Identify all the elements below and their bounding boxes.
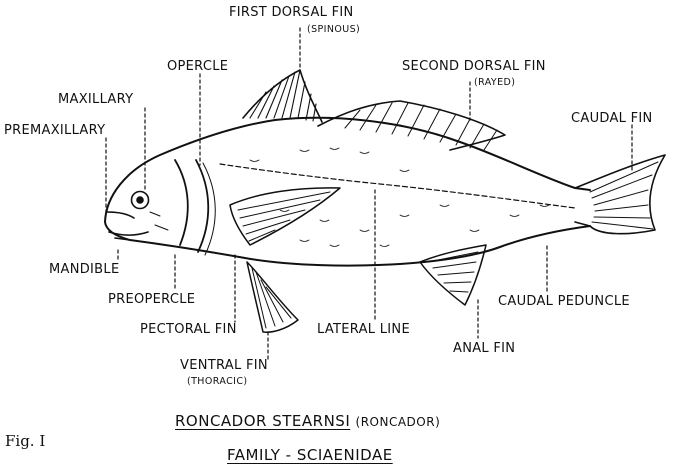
label-ventral-fin-sub: (THORACIC) [187,375,247,389]
label-maxillary: MAXILLARY [58,93,133,107]
scale-texture [250,148,549,247]
ventral-fin-drawing [247,262,298,332]
label-opercle: OPERCLE [167,60,228,74]
label-premaxillary: PREMAXILLARY [4,124,105,138]
label-lateral-line: LATERAL LINE [317,323,410,337]
common-name: (RONCADOR) [356,415,441,429]
label-first-dorsal-sub: (SPINOUS) [307,23,360,37]
first-dorsal-fin-drawing [243,70,322,122]
label-second-dorsal-sub: (RAYED) [474,76,515,90]
species-name: RONCADOR STEARNSI [175,412,350,430]
figure-number: Fig. I [5,432,45,450]
label-second-dorsal-fin: SECOND DORSAL FIN [402,60,546,74]
label-caudal-peduncle: CAUDAL PEDUNCLE [498,295,630,309]
head-drawing [107,160,215,255]
label-preopercle: PREOPERCLE [108,293,195,307]
label-mandible: MANDIBLE [49,263,119,277]
lateral-line-drawing [220,164,575,208]
label-caudal-fin: CAUDAL FIN [571,112,653,126]
label-first-dorsal-fin: FIRST DORSAL FIN [229,6,354,20]
second-dorsal-fin-drawing [318,101,505,150]
species-caption: RONCADOR STEARNSI (RONCADOR) [175,412,440,430]
label-ventral-fin: VENTRAL FIN [180,359,268,373]
label-pectoral-fin: PECTORAL FIN [140,323,237,337]
fish-body-outline [105,118,590,266]
leader-lines [106,28,632,362]
caudal-fin-drawing [575,155,665,234]
pectoral-fin-drawing [230,188,340,245]
family-caption: FAMILY - SCIAENIDAE [227,446,393,464]
label-anal-fin: ANAL FIN [453,342,515,356]
